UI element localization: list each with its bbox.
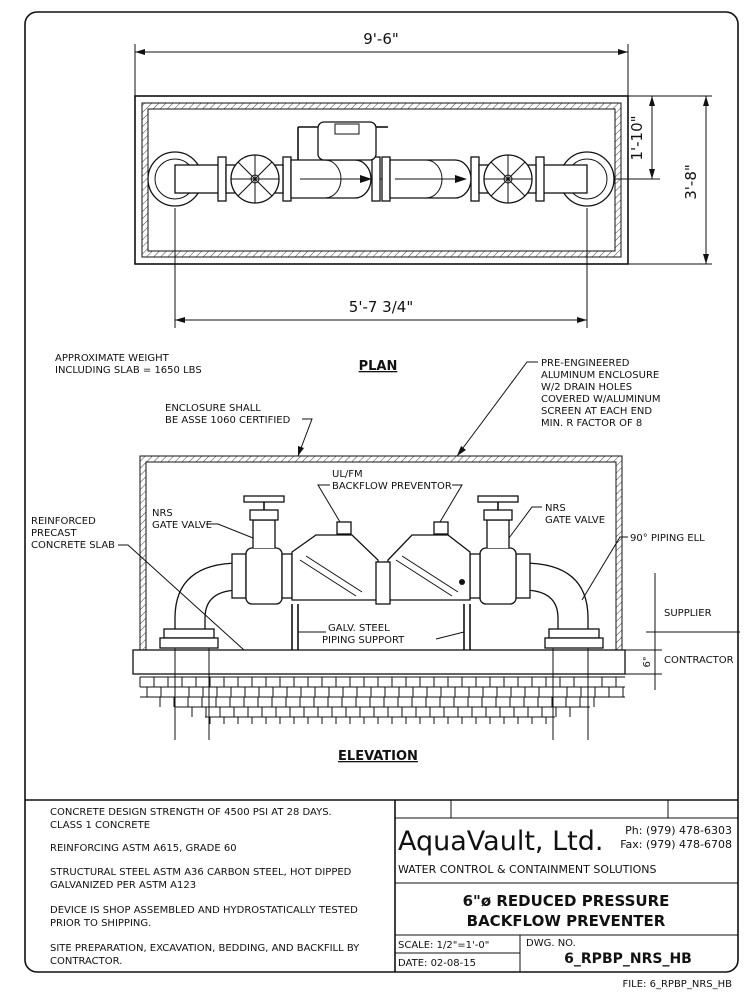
label-backflow-2: BACKFLOW PREVENTOR	[332, 481, 452, 492]
elevation-view: UL/FM BACKFLOW PREVENTOR REINFORCED PREC…	[31, 455, 740, 764]
label-support-2: PIPING SUPPORT	[322, 635, 405, 646]
note-enclosure-3: W/2 DRAIN HOLES	[541, 382, 632, 393]
label-contractor: CONTRACTOR	[664, 655, 734, 666]
spec-5-line2: CONTRACTOR.	[50, 956, 122, 967]
leader-asse	[297, 418, 313, 457]
company-logo-text: AquaVault, Ltd.	[398, 826, 603, 857]
sheet-border	[24, 11, 739, 973]
label-slab-2: PRECAST	[31, 528, 77, 539]
plan-backflow-preventer	[290, 121, 472, 199]
dwg-no: 6_RPBP_NRS_HB	[564, 951, 692, 967]
note-enclosure-4: COVERED W/ALUMINUM	[541, 394, 660, 405]
label-nrs-right-1: NRS	[545, 503, 566, 514]
label-slab-3: CONCRETE SLAB	[31, 540, 115, 551]
spec-1-line1: CONCRETE DESIGN STRENGTH OF 4500 PSI AT …	[50, 807, 332, 818]
label-slab-1: REINFORCED	[31, 516, 96, 527]
spec-2: REINFORCING ASTM A615, GRADE 60	[50, 843, 237, 854]
dwg-no-label: DWG. NO.	[526, 938, 576, 949]
title-block: CONCRETE DESIGN STRENGTH OF 4500 PSI AT …	[25, 799, 738, 990]
plan-gate-valve-left	[230, 154, 280, 204]
company-tagline: WATER CONTROL & CONTAINMENT SOLUTIONS	[398, 863, 656, 876]
note-weight-1: APPROXIMATE WEIGHT	[55, 353, 170, 364]
plan-gate-valve-right	[483, 154, 533, 204]
dim-depth: 3'-8"	[682, 164, 700, 200]
spec-1-line2: CLASS 1 CONCRETE	[50, 820, 150, 831]
elevation-backflow-preventer	[291, 521, 471, 605]
dim-slab-thickness: 6"	[642, 657, 653, 668]
date-text: DATE: 02-08-15	[398, 958, 476, 969]
general-notes: APPROXIMATE WEIGHT INCLUDING SLAB = 1650…	[55, 353, 660, 457]
elevation-title: ELEVATION	[338, 749, 418, 764]
label-supplier: SUPPLIER	[664, 608, 712, 619]
note-asse-1: ENCLOSURE SHALL	[165, 403, 261, 414]
label-nrs-right-2: GATE VALVE	[545, 515, 605, 526]
label-nrs-left-2: GATE VALVE	[152, 520, 212, 531]
label-support-1: GALV. STEEL	[328, 623, 390, 634]
dim-pipe-length: 5'-7 3/4"	[349, 298, 413, 316]
note-enclosure-6: MIN. R FACTOR OF 8	[541, 418, 642, 429]
elevation-concrete-slab	[132, 649, 626, 675]
label-elbow: 90° PIPING ELL	[630, 533, 705, 544]
label-backflow-1: UL/FM	[332, 469, 363, 480]
plan-slab-outline	[134, 95, 629, 265]
spec-5-line1: SITE PREPARATION, EXCAVATION, BEDDING, A…	[50, 943, 360, 954]
drawing-title-1: 6"ø REDUCED PRESSURE	[463, 892, 670, 910]
dim-pipe-offset: 1'-10"	[628, 115, 646, 160]
leader-slab	[118, 544, 245, 651]
note-weight-2: INCLUDING SLAB = 1650 LBS	[55, 365, 202, 376]
spec-4-line1: DEVICE IS SHOP ASSEMBLED AND HYDROSTATIC…	[50, 905, 358, 916]
note-enclosure-2: ALUMINUM ENCLOSURE	[541, 370, 659, 381]
elevation-gate-valve-right	[469, 495, 531, 605]
plan-view: 9'-6" 3'-8" 1'-10"	[134, 30, 712, 374]
scale-text: SCALE: 1/2"=1'-0"	[398, 940, 489, 951]
dim-overall-length: 9'-6"	[363, 30, 399, 48]
file-name: FILE: 6_RPBP_NRS_HB	[622, 979, 732, 990]
leader-enclosure	[456, 361, 538, 457]
note-enclosure-5: SCREEN AT EACH END	[541, 406, 652, 417]
company-fax: Fax: (979) 478-6708	[620, 838, 732, 851]
elevation-gate-valve-left	[231, 495, 293, 605]
note-enclosure-1: PRE-ENGINEERED	[541, 358, 630, 369]
drawing-title-2: BACKFLOW PREVENTER	[467, 912, 666, 930]
spec-4-line2: PRIOR TO SHIPPING.	[50, 918, 151, 929]
label-nrs-left-1: NRS	[152, 508, 173, 519]
company-phone: Ph: (979) 478-6303	[625, 824, 732, 837]
spec-3-line1: STRUCTURAL STEEL ASTM A36 CARBON STEEL, …	[50, 867, 352, 878]
spec-3-line2: GALVANIZED PER ASTM A123	[50, 880, 196, 891]
note-asse-2: BE ASSE 1060 CERTIFIED	[165, 415, 291, 426]
plan-title: PLAN	[359, 359, 398, 374]
